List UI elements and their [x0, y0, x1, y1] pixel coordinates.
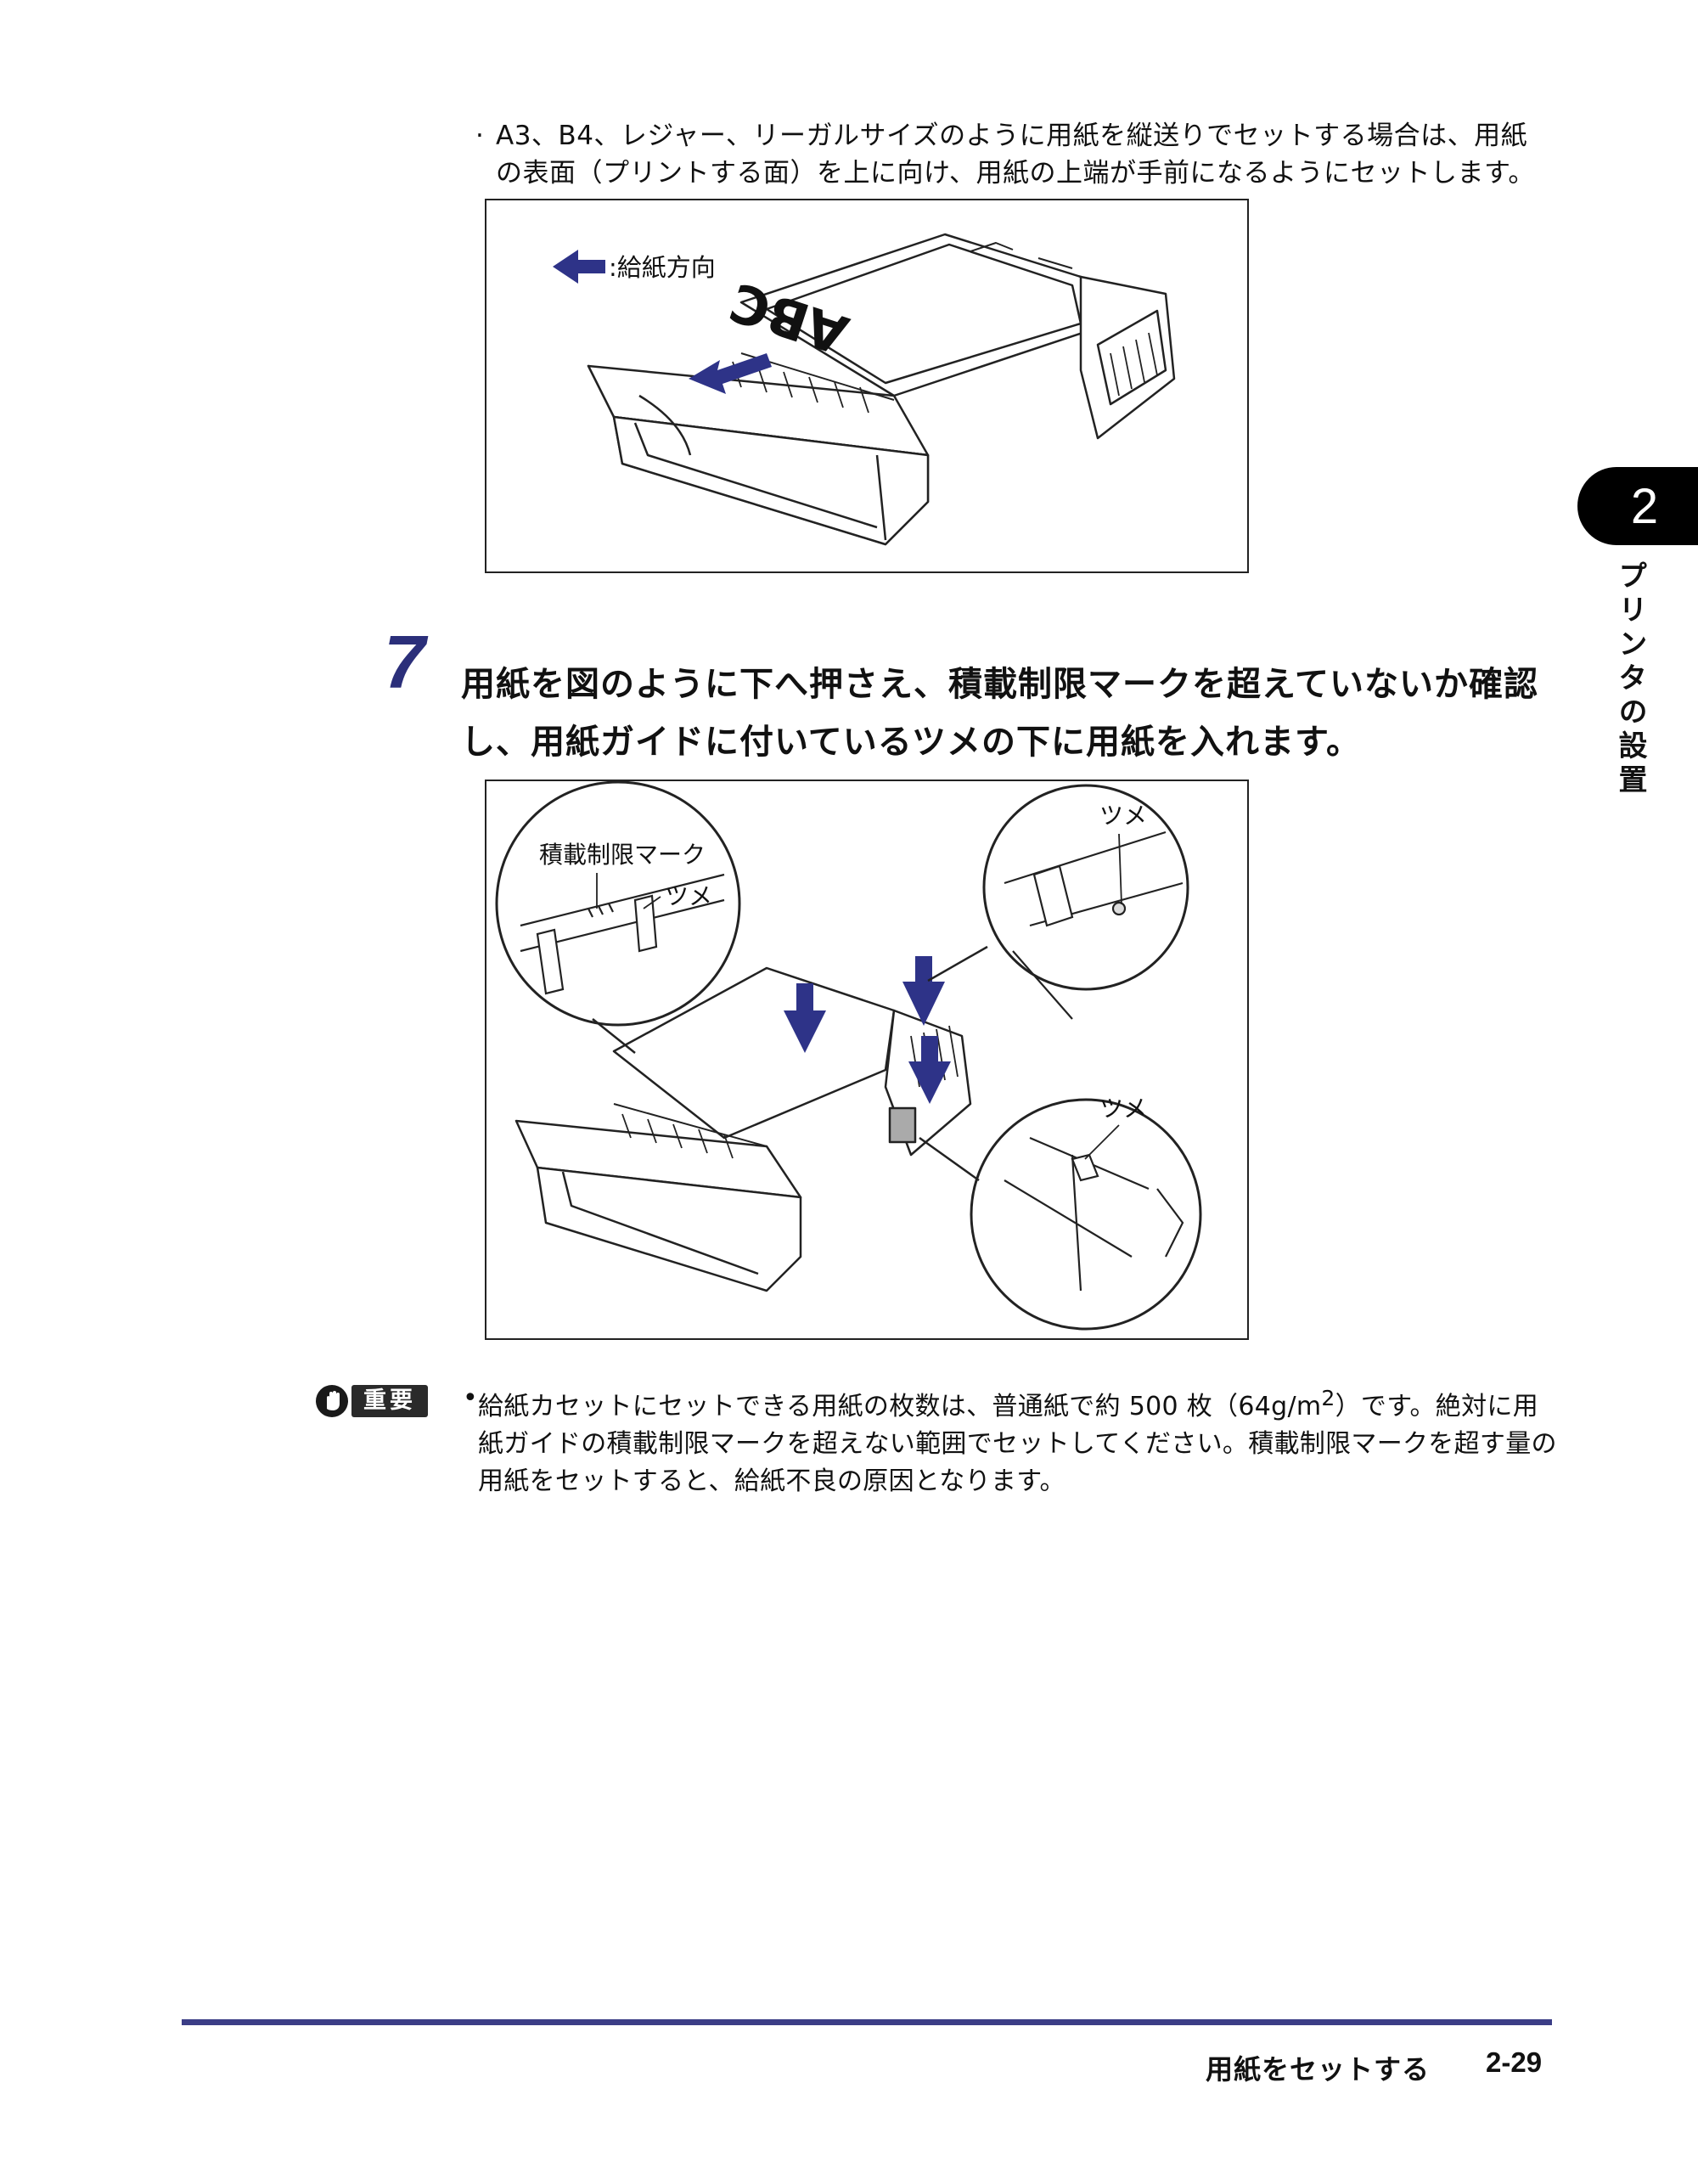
step-instruction: 用紙を図のように下へ押さえ、積載制限マークを超えていないか確認し、用紙ガイドに付…	[461, 665, 1538, 762]
important-bullet: •	[463, 1383, 478, 1413]
hand-stop-icon	[316, 1385, 348, 1417]
cassette-illustration-1: :給紙方向 ABC	[553, 233, 1176, 546]
label-tab-top-right: ツメ	[1099, 802, 1147, 830]
label-limit-mark: 積載制限マーク	[539, 841, 706, 869]
zoom-circle-tab-bottom	[970, 1098, 1202, 1331]
footer-section-title: 用紙をセットする	[1206, 2053, 1431, 2085]
footer-page-number: 2-29	[1486, 2046, 1543, 2078]
figure-feed-direction: :給紙方向 ABC	[485, 199, 1249, 573]
zoom-circle-tab-top	[982, 784, 1189, 991]
bullet-note-text: A3、B4、レジャー、リーガルサイズのように用紙を縦送りでセットする場合は、用紙…	[496, 121, 1535, 189]
important-badge: 重要	[316, 1384, 428, 1418]
feed-direction-label: :給紙方向	[609, 253, 716, 282]
feed-direction-legend-arrow	[553, 250, 605, 284]
important-note-text: 給紙カセットにセットできる用紙の枚数は、普通紙で約 500 枚（64g/m2）で…	[478, 1386, 1557, 1496]
cassette-illustration-2: 積載制限マーク ツメ ツメ ツメ	[495, 780, 1202, 1331]
bullet-marker: ·	[475, 121, 485, 151]
step-number: 7	[384, 620, 425, 704]
label-tab-bottom-right: ツメ	[1099, 1095, 1147, 1123]
cassette2-front-panel	[536, 1166, 802, 1292]
cassette-paper	[765, 243, 1082, 385]
press-arrow-3	[908, 1036, 951, 1104]
press-arrow-1	[784, 983, 826, 1053]
chapter-tab: 2	[1577, 467, 1698, 545]
bullet-note: · A3、B4、レジャー、リーガルサイズのように用紙を縦送りでセットする場合は、…	[475, 117, 1554, 192]
label-tab-left: ツメ	[665, 882, 712, 910]
chapter-title: プリンタの設置	[1613, 560, 1647, 798]
press-arrow-2	[902, 956, 945, 1026]
cassette-front-panel	[612, 415, 930, 546]
important-label: 重要	[351, 1385, 428, 1417]
paper-feed-arrow	[689, 353, 772, 394]
important-note: • 給紙カセットにセットできる用紙の枚数は、普通紙で約 500 枚（64g/m2…	[463, 1380, 1558, 1500]
footer-rule	[182, 2019, 1552, 2025]
figure-load-limit: 積載制限マーク ツメ ツメ ツメ	[485, 780, 1249, 1340]
